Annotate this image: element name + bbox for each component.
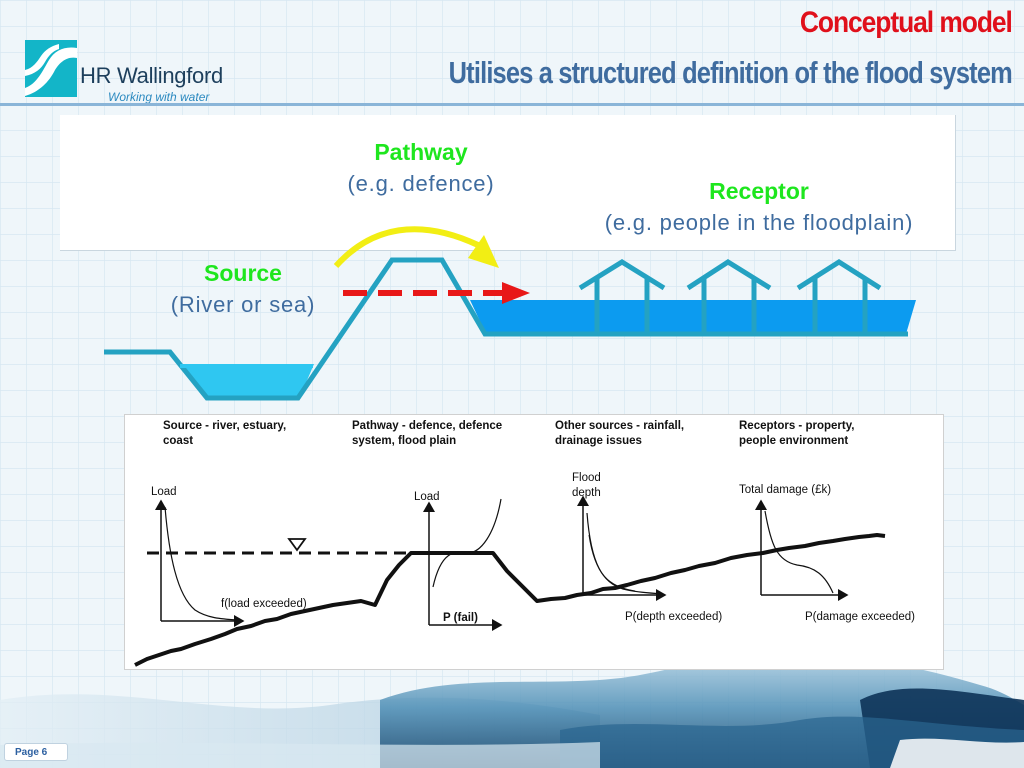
source-example: (River or sea) xyxy=(171,292,315,317)
slide-subtitle: Utilises a structured definition of the … xyxy=(448,55,1013,90)
damage-exceedance-curve xyxy=(764,510,834,594)
p-depth-exceeded-label: P(depth exceeded) xyxy=(625,611,722,623)
depth-exceedance-curve-2 xyxy=(588,534,636,592)
logo-text: HR Wallingford Working with water xyxy=(80,63,223,104)
source-label: Source xyxy=(204,260,282,286)
other-sources-heading: Other sources - rainfall, xyxy=(555,420,684,432)
receptors-heading: Receptors - property, xyxy=(739,420,854,432)
flood-depth-label-2: depth xyxy=(572,487,601,499)
source-heading: Source - river, estuary, xyxy=(163,420,286,432)
flood-depth-label: Flood xyxy=(572,472,601,484)
concept-label-panel xyxy=(60,115,956,251)
source-exceedance-curve xyxy=(164,506,238,621)
p-fail-label: P (fail) xyxy=(443,612,478,624)
p-damage-exceeded-label: P(damage exceeded) xyxy=(805,611,915,623)
header-divider xyxy=(0,103,1024,106)
depth-exceedance-curve xyxy=(586,512,664,595)
breach-arrowhead-icon xyxy=(502,282,530,304)
river-water xyxy=(180,364,314,397)
source-load-label: Load xyxy=(151,486,177,498)
source-heading-2: coast xyxy=(163,435,193,447)
floodplain-water xyxy=(470,300,916,334)
overtopping-arrowhead-icon xyxy=(468,235,499,268)
fragility-curve xyxy=(432,498,502,588)
overtopping-arrow xyxy=(333,226,480,269)
hr-wallingford-logo xyxy=(25,40,77,97)
logo-tagline: Working with water xyxy=(108,90,210,104)
pathway-heading-2: system, flood plain xyxy=(352,435,456,447)
pathway-label: Pathway xyxy=(374,139,468,165)
other-sources-heading-2: drainage issues xyxy=(555,435,642,447)
logo-name: HR Wallingford xyxy=(80,63,223,88)
receptor-example: (e.g. people in the floodplain) xyxy=(605,210,914,235)
pathway-heading: Pathway - defence, defence xyxy=(352,420,502,432)
water-level-marker-icon xyxy=(287,538,307,552)
house-icon xyxy=(796,259,882,334)
page-number: Page 6 xyxy=(4,743,68,761)
pathway-example: (e.g. defence) xyxy=(348,171,495,196)
pathway-load-label: Load xyxy=(414,491,440,503)
receptor-label: Receptor xyxy=(709,178,809,204)
slide-title: Conceptual model xyxy=(800,6,1013,39)
f-load-exceeded-label: f(load exceeded) xyxy=(221,598,307,610)
ground-profile xyxy=(104,257,908,401)
total-damage-label: Total damage (£k) xyxy=(739,484,831,496)
house-icon xyxy=(578,259,666,334)
house-icon xyxy=(686,259,772,334)
receptors-heading-2: people environment xyxy=(739,435,848,447)
flood-system-detail-diagram: Source - river, estuary, coast Pathway -… xyxy=(134,420,915,667)
terrain-line xyxy=(134,533,886,667)
flood-system-detail-panel: Source - river, estuary, coast Pathway -… xyxy=(124,414,944,670)
